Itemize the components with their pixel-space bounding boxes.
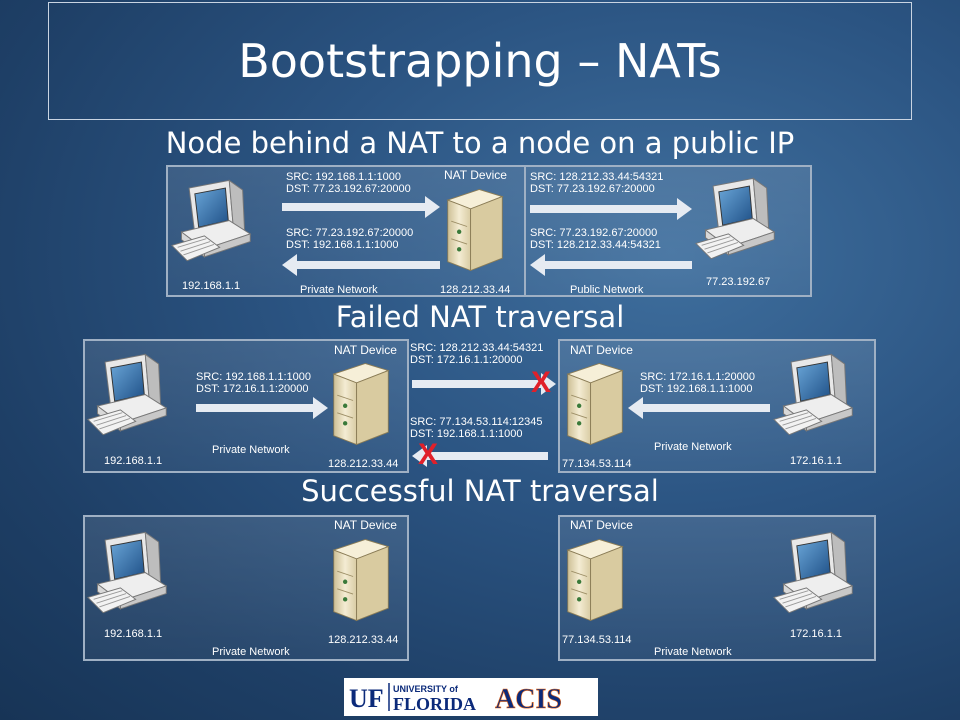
private-network-label: Private Network: [212, 646, 290, 658]
computer-icon: [772, 528, 858, 620]
public-network-label: Public Network: [570, 284, 644, 296]
private-network-label: Private Network: [212, 444, 290, 456]
client-ip-label: 172.16.1.1: [790, 628, 842, 640]
server-icon: [330, 536, 392, 624]
uf-acis-logo-graphic: UF UNIVERSITY of FLORIDA ACIS: [345, 679, 597, 715]
computer-icon: [694, 174, 780, 266]
packet-header: SRC: 128.212.33.44:54321 DST: 172.16.1.1…: [410, 342, 543, 366]
client-ip-label: 192.168.1.1: [104, 628, 163, 640]
computer-icon: [86, 350, 172, 442]
packet-src: SRC: 192.168.1.1:1000: [196, 371, 311, 383]
private-network-label: Private Network: [654, 441, 732, 453]
packet-dst: DST: 192.168.1.1:1000: [410, 428, 523, 440]
arrow-right: [412, 373, 556, 395]
server-icon: [444, 186, 506, 274]
packet-header: SRC: 77.23.192.67:20000 DST: 192.168.1.1…: [286, 227, 413, 251]
arrow-right: [282, 196, 440, 218]
arrow-left: [530, 254, 692, 276]
packet-dst: DST: 128.212.33.44:54321: [530, 239, 661, 251]
client-ip-label: 192.168.1.1: [182, 280, 241, 292]
fail-mark-icon: X: [531, 366, 552, 399]
client-ip-label: 192.168.1.1: [104, 455, 163, 467]
nat-device-label: NAT Device: [334, 518, 397, 532]
server-icon: [330, 360, 392, 448]
packet-dst: DST: 172.16.1.1:20000: [410, 354, 523, 366]
heading-public: Node behind a NAT to a node on a public …: [165, 126, 795, 160]
slide-title: Bootstrapping – NATs: [238, 34, 722, 88]
nat-device-label: NAT Device: [570, 518, 633, 532]
computer-icon: [170, 176, 256, 268]
arrow-left: [628, 397, 770, 419]
packet-src: SRC: 128.212.33.44:54321: [410, 342, 544, 354]
packet-dst: DST: 77.23.192.67:20000: [530, 183, 655, 195]
logo-university-of: UNIVERSITY of: [393, 684, 459, 694]
server-icon: [564, 536, 626, 624]
packet-dst: DST: 192.168.1.1:1000: [286, 239, 399, 251]
private-network-label: Private Network: [300, 284, 378, 296]
arrow-right: [530, 198, 692, 220]
packet-src: SRC: 192.168.1.1:1000: [286, 171, 401, 183]
heading-success: Successful NAT traversal: [301, 474, 659, 508]
packet-dst: DST: 172.16.1.1:20000: [196, 383, 309, 395]
packet-src: SRC: 77.23.192.67:20000: [286, 227, 414, 239]
nat-ip-label: 128.212.33.44: [440, 284, 511, 296]
heading-failed: Failed NAT traversal: [335, 300, 625, 334]
private-network-label: Private Network: [654, 646, 732, 658]
packet-src: SRC: 172.16.1.1:20000: [640, 371, 755, 383]
packet-header: SRC: 192.168.1.1:1000 DST: 77.23.192.67:…: [286, 171, 411, 195]
logo-florida: FLORIDA: [393, 694, 476, 714]
nat-device-label: NAT Device: [444, 168, 507, 182]
packet-src: SRC: 77.134.53.114:12345: [410, 416, 543, 428]
packet-dst: DST: 192.168.1.1:1000: [640, 383, 753, 395]
packet-src: SRC: 128.212.33.44:54321: [530, 171, 664, 183]
packet-header: SRC: 77.23.192.67:20000 DST: 128.212.33.…: [530, 227, 661, 251]
arrow-left: [412, 445, 548, 467]
client-ip-label: 172.16.1.1: [790, 455, 842, 467]
packet-header: SRC: 128.212.33.44:54321 DST: 77.23.192.…: [530, 171, 663, 195]
computer-icon: [772, 350, 858, 442]
packet-header: SRC: 172.16.1.1:20000 DST: 192.168.1.1:1…: [640, 371, 755, 395]
arrow-right: [196, 397, 328, 419]
nat-ip-label: 128.212.33.44: [328, 458, 399, 470]
fail-mark-icon: X: [418, 438, 439, 471]
nat-device-label: NAT Device: [570, 343, 633, 357]
logo-acis: ACIS: [495, 684, 562, 715]
nat-device-label: NAT Device: [334, 343, 397, 357]
nat-ip-label: 77.134.53.114: [562, 634, 632, 646]
arrow-left: [282, 254, 440, 276]
nat-ip-label: 77.134.53.114: [562, 458, 632, 470]
nat-ip-label: 128.212.33.44: [328, 634, 399, 646]
packet-header: SRC: 77.134.53.114:12345 DST: 192.168.1.…: [410, 416, 543, 440]
packet-header: SRC: 192.168.1.1:1000 DST: 172.16.1.1:20…: [196, 371, 311, 395]
computer-icon: [86, 528, 172, 620]
title-box: Bootstrapping – NATs: [48, 2, 912, 120]
server-ip-label: 77.23.192.67: [706, 276, 771, 288]
server-icon: [564, 360, 626, 448]
packet-src: SRC: 77.23.192.67:20000: [530, 227, 658, 239]
uf-acis-logo: UF UNIVERSITY of FLORIDA ACIS: [344, 678, 598, 716]
packet-dst: DST: 77.23.192.67:20000: [286, 183, 411, 195]
logo-uf: UF: [349, 684, 384, 713]
